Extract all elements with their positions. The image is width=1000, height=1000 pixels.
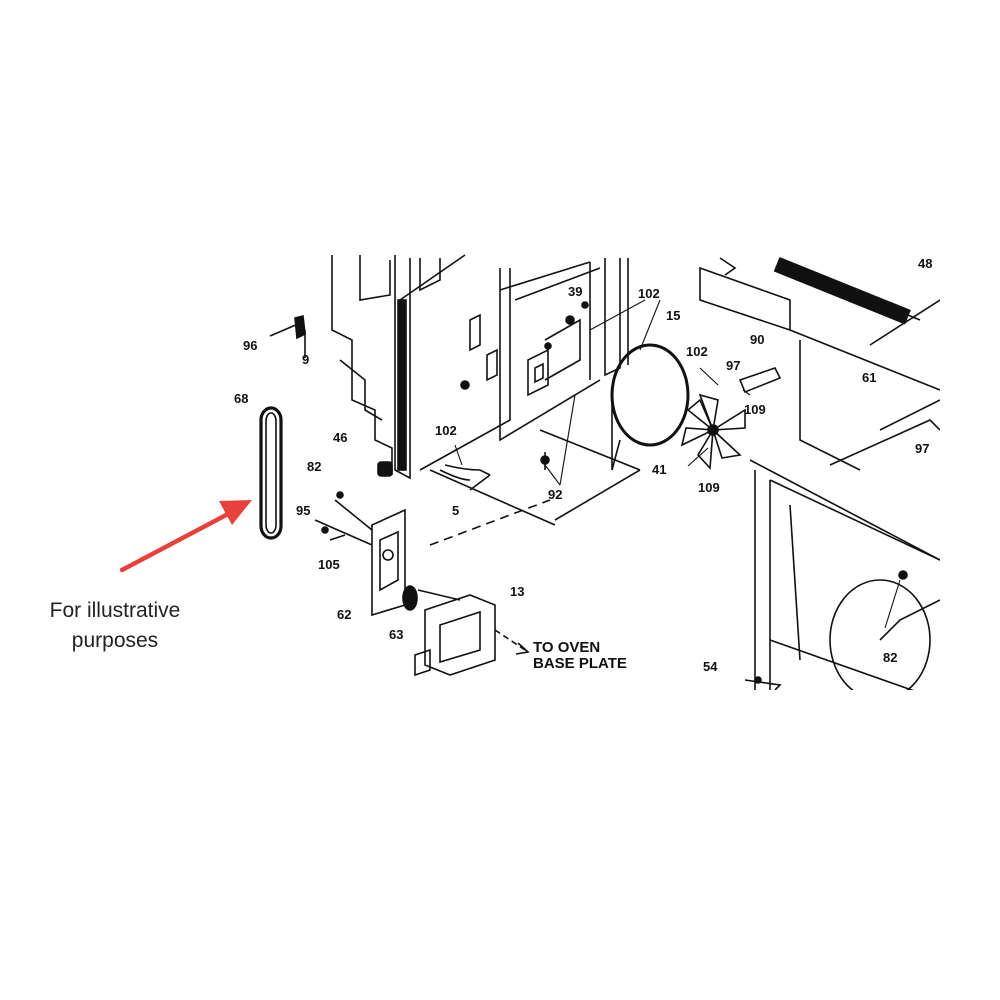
part-label: 105 [318,557,340,572]
caption-line2: purposes [71,629,159,652]
latch-bracket [314,499,406,617]
part-label: 46 [333,430,347,445]
screw-96 [269,315,306,358]
part-label: 68 [234,391,248,406]
part-labels: 96 9 68 46 82 95 105 62 63 13 102 5 92 3… [234,256,932,674]
part-label: 102 [686,344,708,359]
part-label: 39 [568,284,582,299]
part-label: 97 [915,441,929,456]
pointer-arrow [119,500,252,573]
part-label: 63 [389,627,403,642]
part-label: 48 [918,256,932,271]
door-switch [402,585,461,611]
switch-assembly [414,594,530,677]
arrow-shaft [119,511,231,573]
caption-line1: For illustrative [49,599,181,622]
part-label: 13 [510,584,524,599]
part-label: 61 [862,370,876,385]
arrow-head [219,500,252,525]
part-label: 102 [638,286,660,301]
part-label: 90 [750,332,764,347]
part-label: 109 [744,402,766,417]
part-label: 109 [698,480,720,495]
part-label: 92 [548,487,562,502]
part-label: 62 [337,607,351,622]
part-label: 102 [435,423,457,438]
small-hardware [321,257,908,690]
destination-label-line2: BASE PLATE [533,655,627,672]
destination-label: TO OVEN BASE PLATE [533,639,627,672]
part-label: 82 [883,650,897,665]
part-label: 82 [307,459,321,474]
part-label: 96 [243,338,257,353]
caption: For illustrative purposes [40,596,190,656]
heating-element [610,343,690,471]
oven-cavity [699,256,940,690]
line-art [259,254,940,690]
side-panel [331,254,466,480]
wire-harness [439,464,491,491]
destination-label-line1: TO OVEN [533,639,600,656]
back-panel [419,258,641,546]
part-label: 5 [452,503,459,518]
leader-lines [454,299,901,629]
part-label: 9 [302,352,309,367]
door-gasket [259,406,283,540]
part-label: 54 [703,659,718,674]
part-label: 97 [726,358,740,373]
part-label: 15 [666,308,680,323]
part-label: 41 [652,462,666,477]
fan-blade [680,393,746,470]
part-label: 95 [296,503,310,518]
